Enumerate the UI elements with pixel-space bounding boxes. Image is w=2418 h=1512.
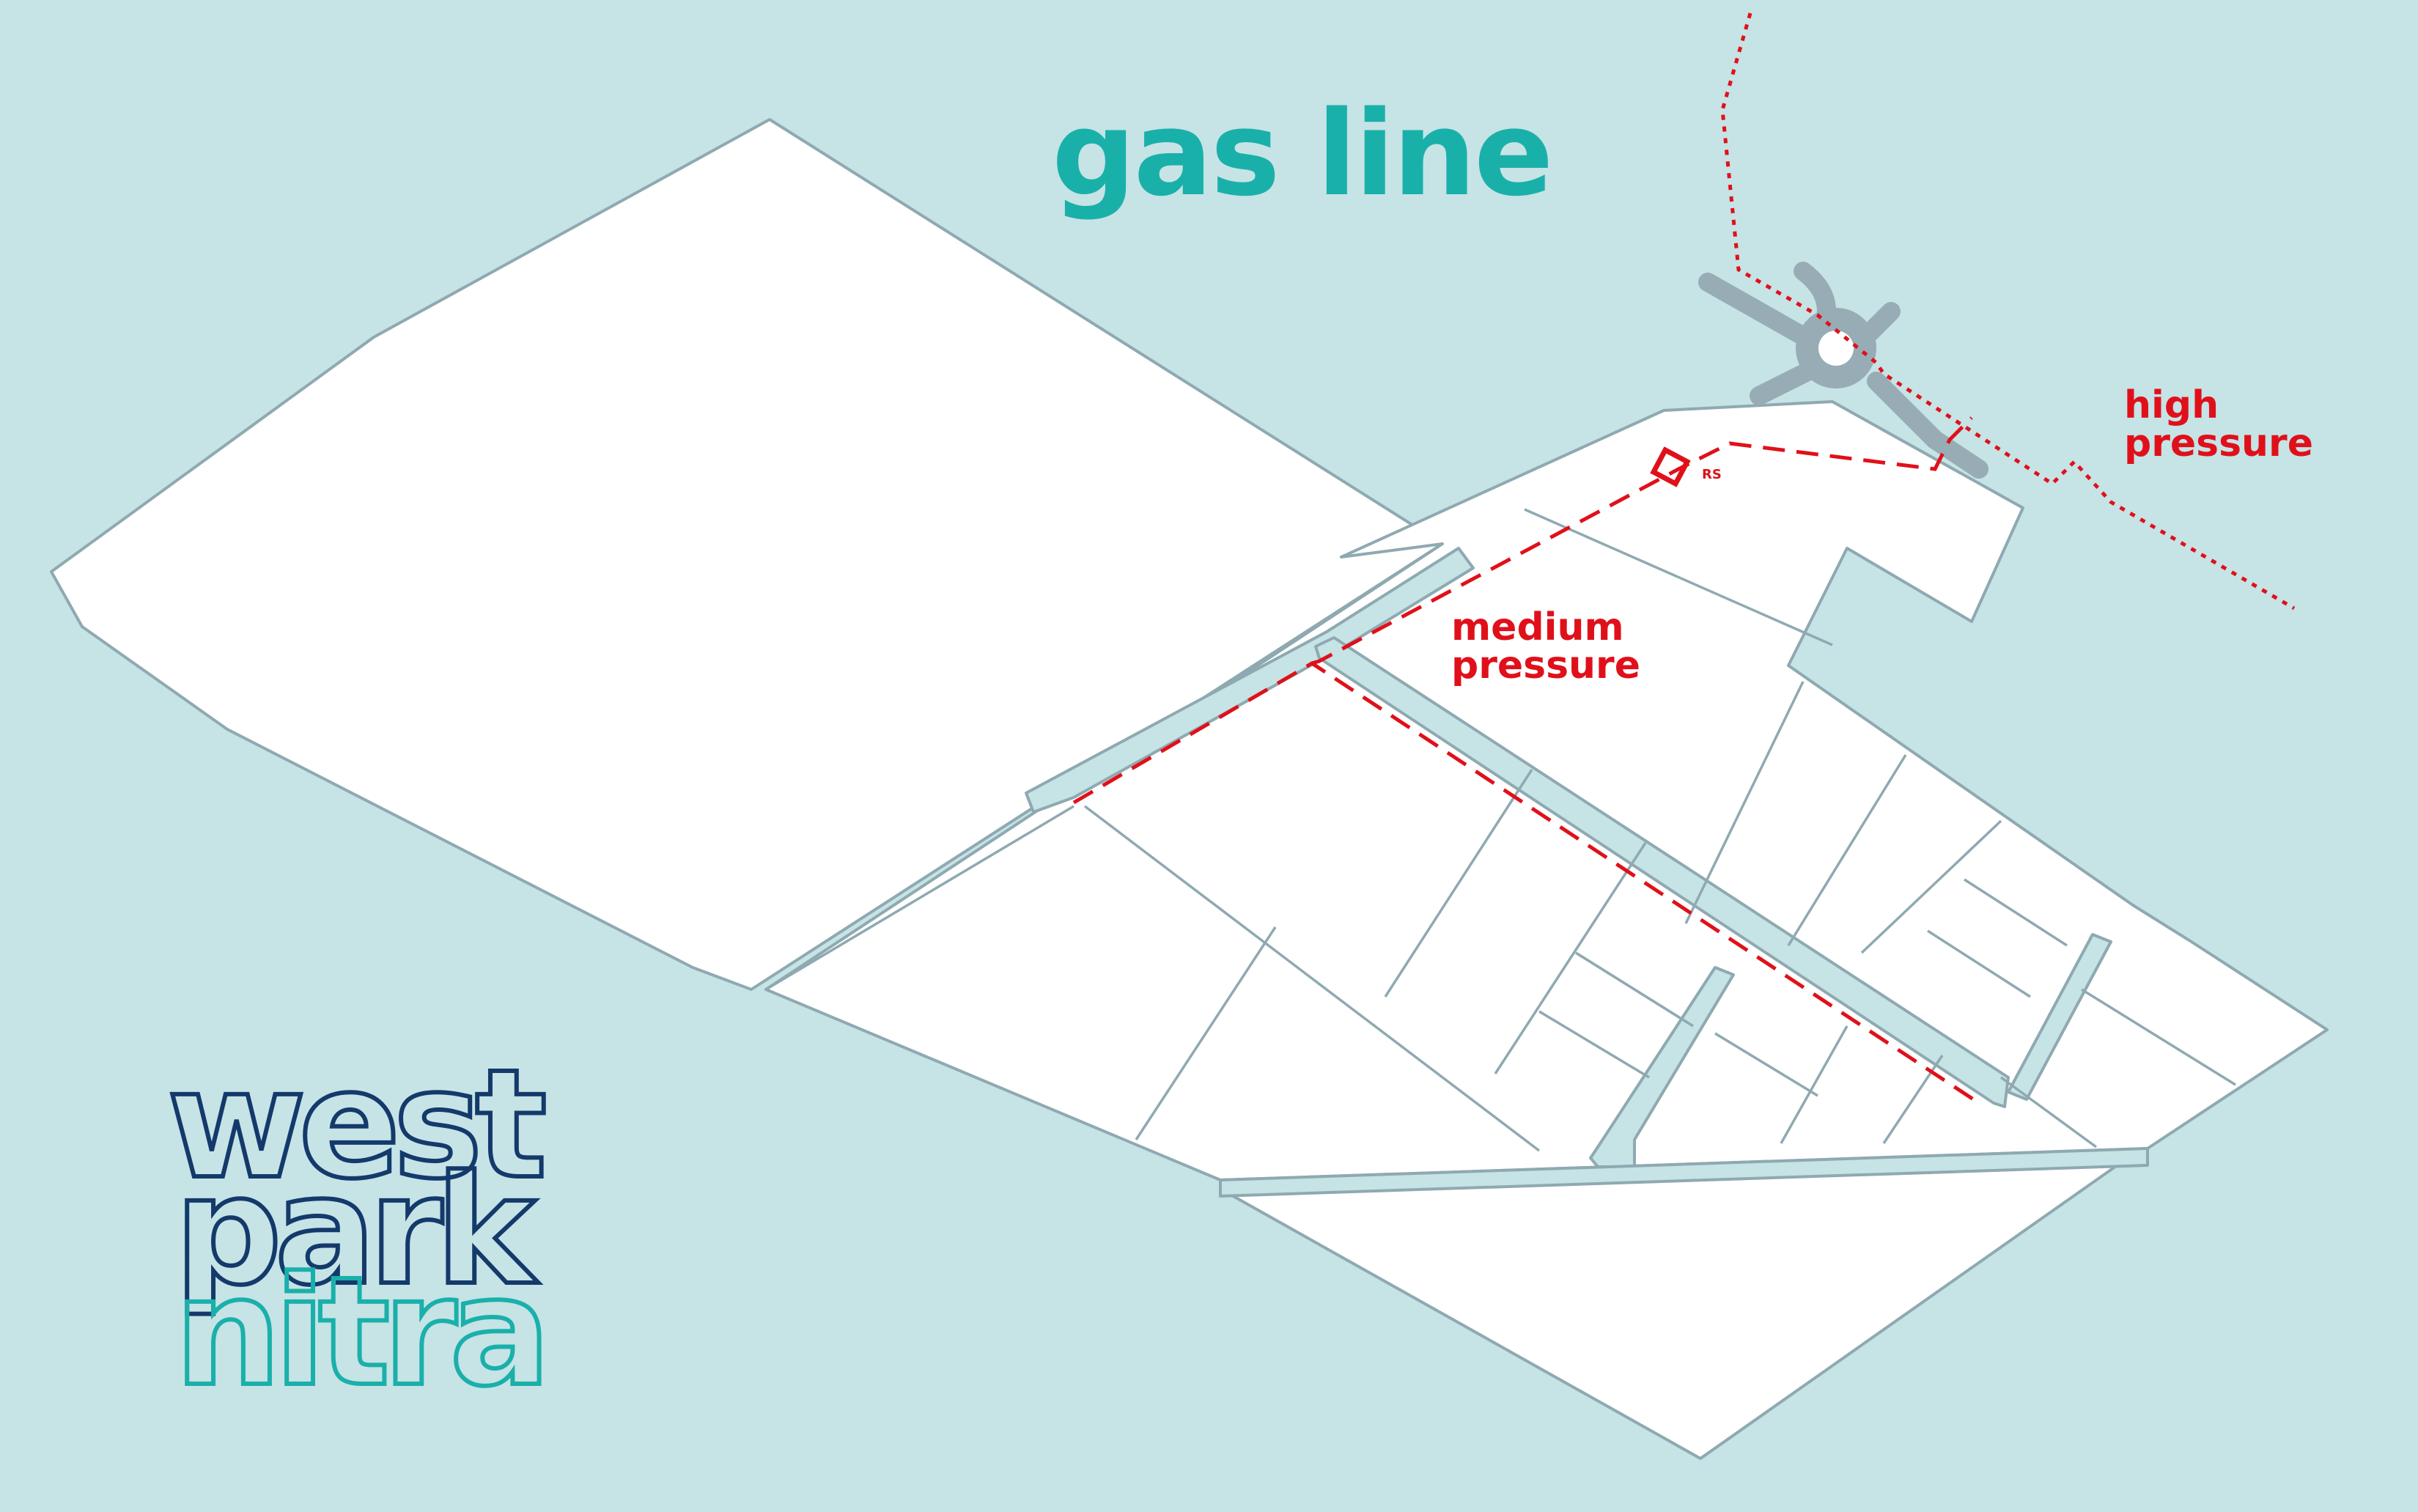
west-park-nitra-logo: west park nitra [165,1036,553,1422]
gas-line-high-pressure [1720,12,2296,611]
label-high-pressure-1: high [2124,383,2219,427]
plot-dividers [765,508,2236,1152]
road-diagonal [1314,636,2010,1108]
label-medium-pressure-2: pressure [1451,643,1640,687]
station-label: RS [1702,467,1722,482]
plot-south-strip[interactable] [1219,1158,2127,1460]
label-high-pressure-2: pressure [2124,421,2313,465]
logo-word-west: west [167,1038,544,1212]
road-north-west [1025,547,1475,814]
label-medium-pressure-1: medium [1451,605,1624,649]
road-boulevard [1219,1147,2149,1198]
roundabout [1698,262,1988,479]
road-east [2007,933,2112,1101]
logo-word-nitra: nitra [174,1245,544,1420]
logo-word-park: park [174,1144,539,1319]
page-title: gas line [1052,85,1552,222]
regulation-station [1650,446,1691,487]
gas-line-medium-pressure [1072,416,1980,1105]
